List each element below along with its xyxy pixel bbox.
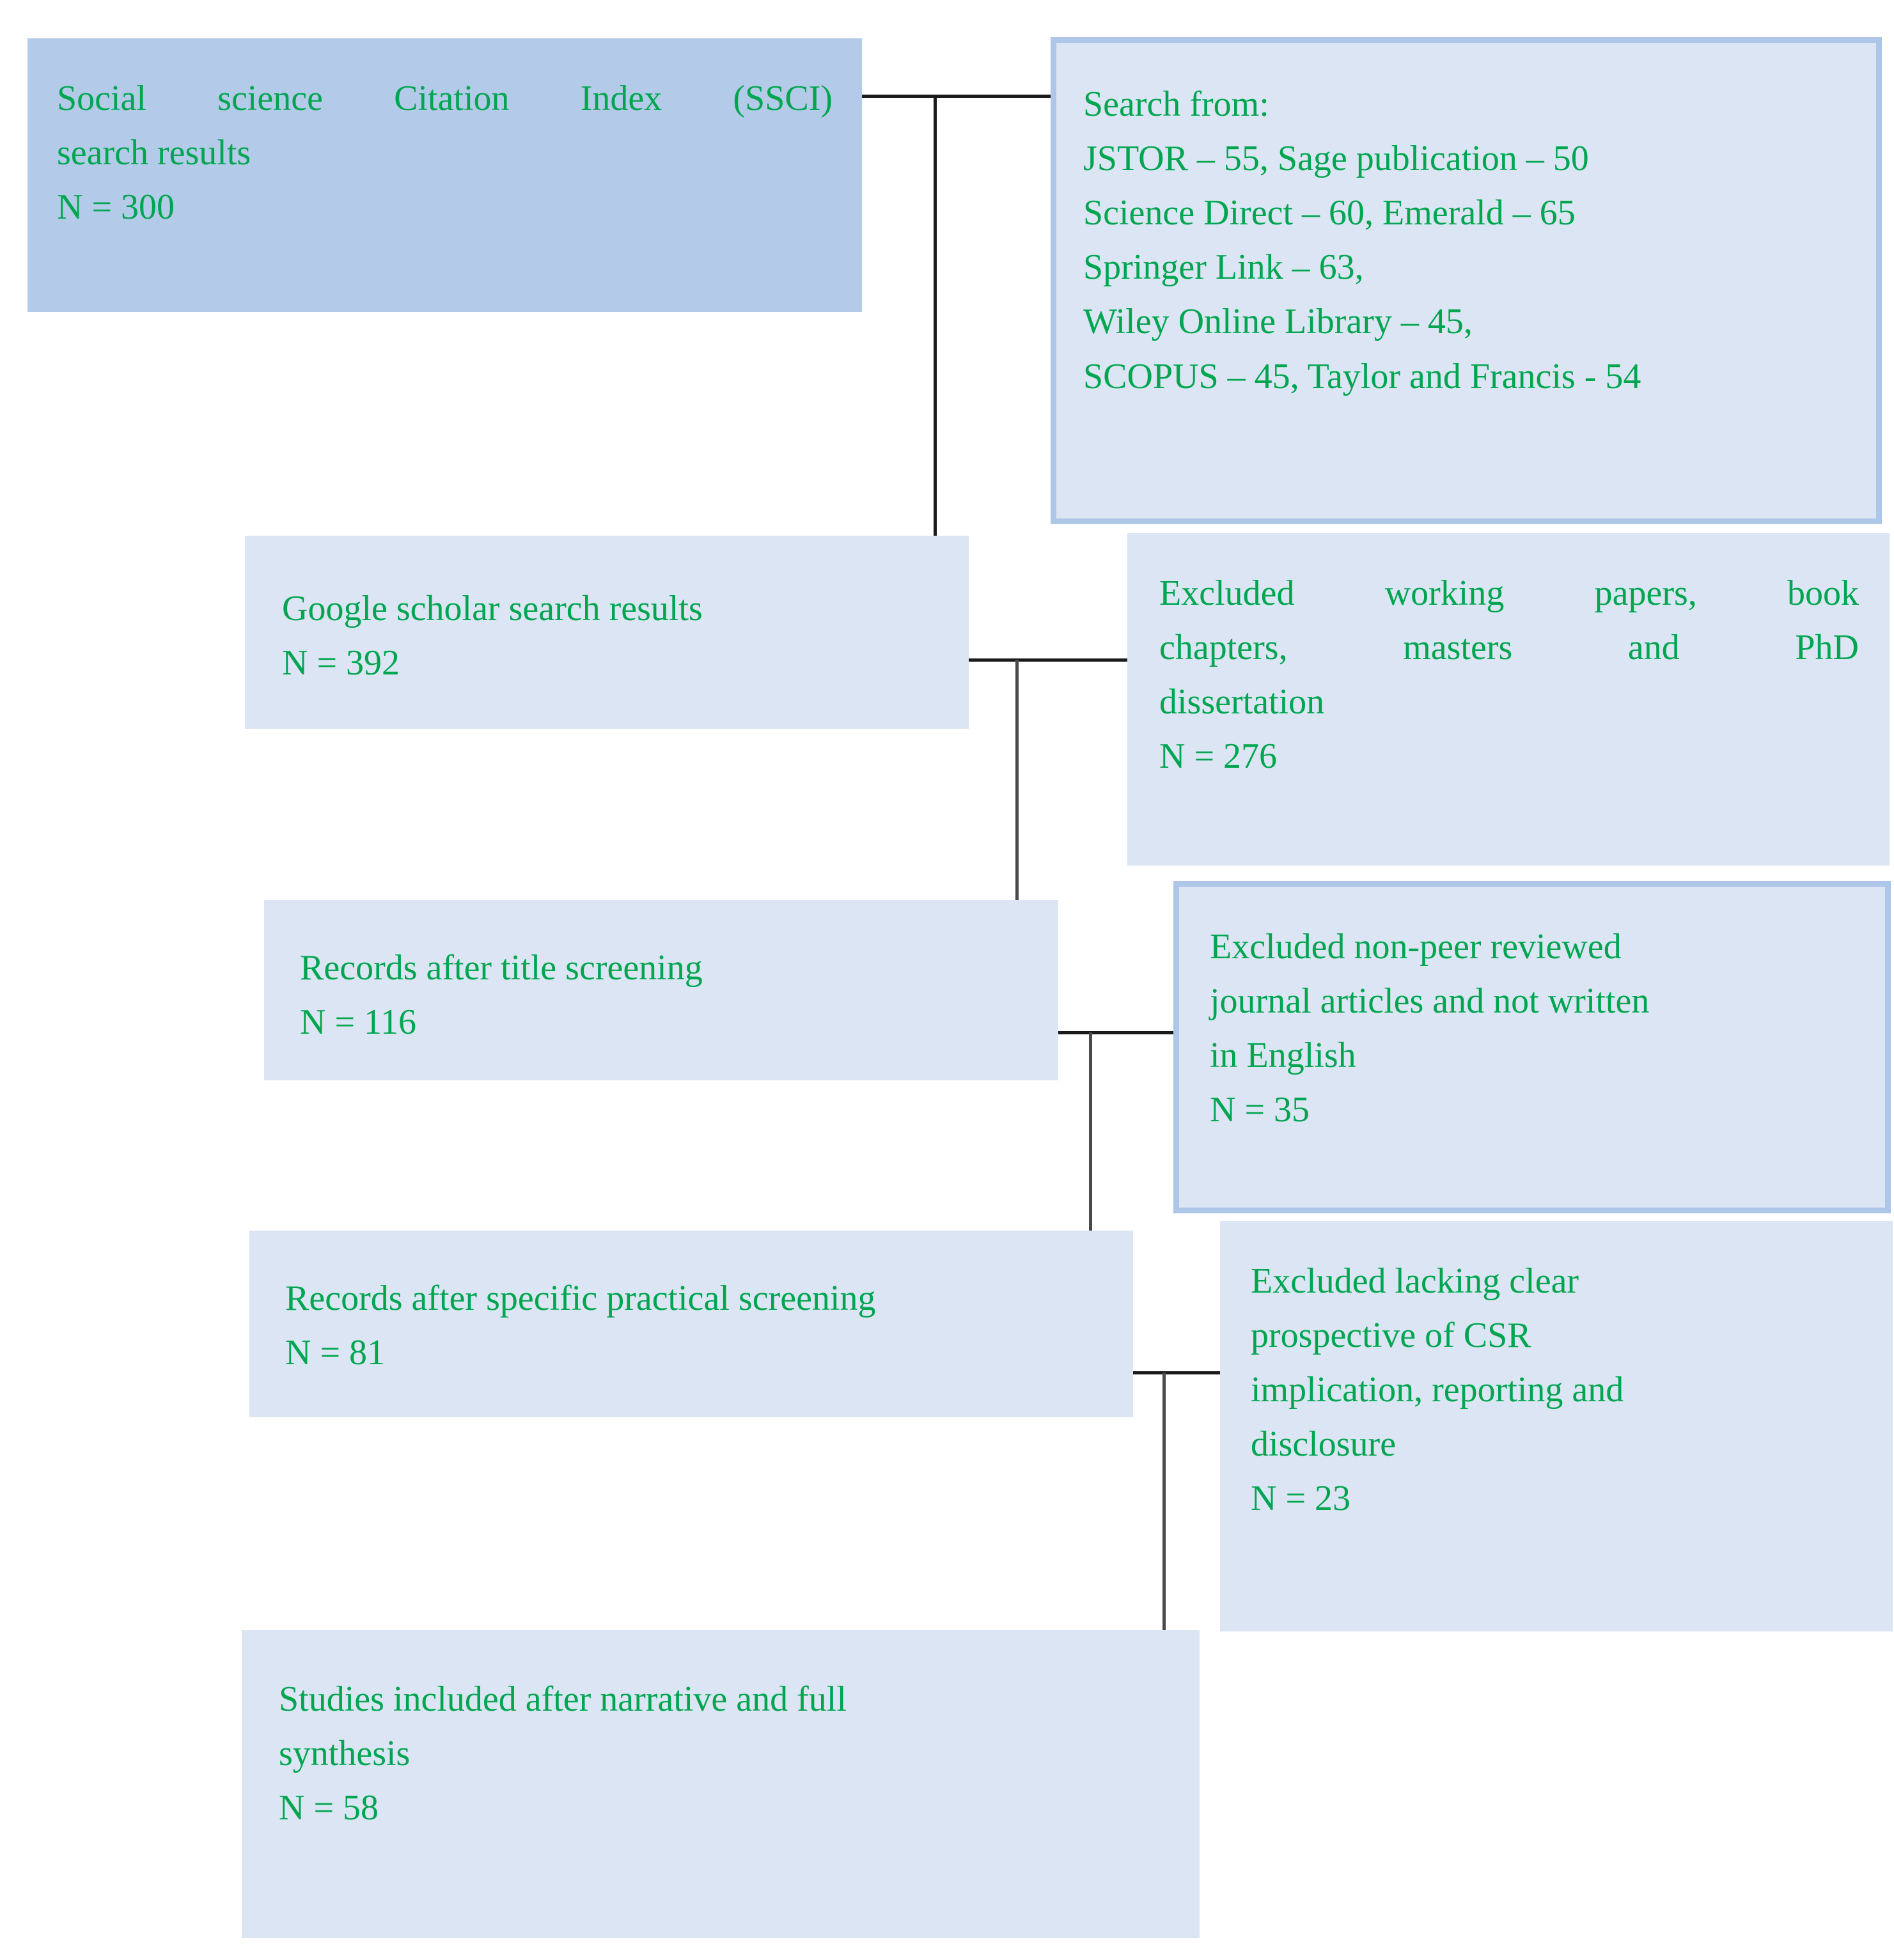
excl-wp-count: N = 276	[1159, 736, 1278, 777]
node-excluded-working-papers: Excluded working papers, book chapters, …	[1127, 533, 1890, 866]
connector-ssci-down	[934, 96, 937, 537]
excl-wp-line-2: chapters, masters and PhD	[1159, 628, 1859, 668]
included-count: N = 58	[279, 1788, 379, 1828]
connector-title-to-excluded-npr	[1058, 1031, 1175, 1034]
sources-line-3: Springer Link – 63,	[1083, 247, 1364, 288]
excl-npr-count: N = 35	[1210, 1090, 1310, 1130]
node-records-after-title-screening: Records after title screening N = 116	[264, 900, 1058, 1080]
node-studies-included: Studies included after narrative and ful…	[242, 1630, 1200, 1938]
excl-csr-line-4: disclosure	[1251, 1424, 1397, 1465]
sources-line-5: SCOPUS – 45, Taylor and Francis - 54	[1083, 356, 1641, 396]
included-line-1: Studies included after narrative and ful…	[279, 1679, 847, 1719]
node-ssci-search-results: Social science Citation Index (SSCI) sea…	[27, 38, 862, 312]
scholar-count: N = 392	[282, 643, 400, 683]
excl-npr-line-1: Excluded non-peer reviewed	[1210, 927, 1622, 967]
connector-title-down	[1089, 1032, 1092, 1232]
excl-csr-line-2: prospective of CSR	[1251, 1316, 1531, 1356]
excl-csr-count: N = 23	[1251, 1479, 1351, 1519]
title-screen-line-1: Records after title screening	[300, 948, 703, 988]
excl-csr-line-1: Excluded lacking clear	[1251, 1261, 1579, 1301]
connector-practical-down	[1162, 1373, 1166, 1631]
title-screen-count: N = 116	[300, 1002, 416, 1043]
included-line-2: synthesis	[279, 1734, 411, 1774]
ssci-count: N = 300	[57, 187, 175, 228]
excl-npr-line-2: journal articles and not written	[1210, 981, 1650, 1022]
practical-line-1: Records after specific practical screeni…	[285, 1279, 876, 1318]
connector-scholar-down	[1015, 660, 1019, 903]
excl-wp-line-3: dissertation	[1159, 682, 1325, 722]
node-google-scholar-results: Google scholar search results N = 392	[245, 536, 969, 729]
ssci-line-2: search results	[57, 133, 251, 173]
sources-line-1: JSTOR – 55, Sage publication – 50	[1083, 139, 1589, 179]
node-excluded-non-peer-reviewed: Excluded non-peer reviewed journal artic…	[1173, 881, 1891, 1213]
sources-line-2: Science Direct – 60, Emerald – 65	[1083, 193, 1576, 233]
scholar-line-1: Google scholar search results	[282, 589, 703, 628]
excl-csr-line-3: implication, reporting and	[1251, 1370, 1624, 1410]
excl-npr-line-3: in English	[1210, 1036, 1356, 1076]
connector-practical-to-excluded-csr	[1119, 1371, 1221, 1374]
connector-scholar-to-excluded-wp	[967, 658, 1127, 662]
ssci-line-1: Social science Citation Index (SSCI)	[57, 79, 833, 118]
node-search-sources: Search from: JSTOR – 55, Sage publicatio…	[1051, 37, 1882, 524]
sources-line-4: Wiley Online Library – 45,	[1083, 302, 1473, 342]
practical-count: N = 81	[285, 1333, 386, 1373]
node-records-after-practical-screening: Records after specific practical screeni…	[249, 1231, 1133, 1417]
sources-heading: Search from:	[1083, 84, 1269, 124]
excl-wp-line-1: Excluded working papers, book	[1159, 573, 1859, 613]
connector-ssci-to-sources	[862, 95, 1051, 98]
node-excluded-lacking-csr: Excluded lacking clear prospective of CS…	[1220, 1221, 1893, 1631]
